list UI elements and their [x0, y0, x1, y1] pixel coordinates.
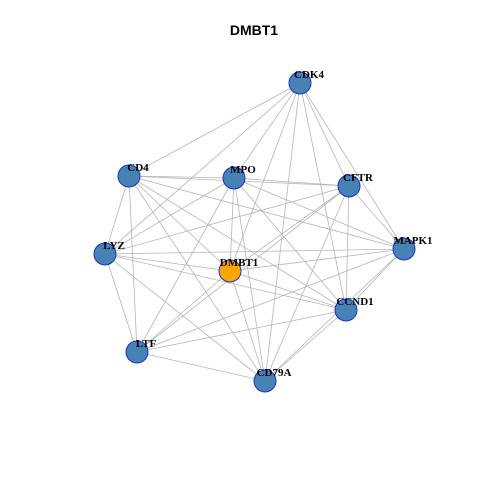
edge-dmbt1-cd79a	[229, 270, 266, 382]
edge-lyz-ccnd1	[104, 253, 347, 311]
node-circle-lyz	[93, 242, 117, 266]
node-circle-cdk4	[288, 71, 312, 95]
node-ccnd1: CCND1	[334, 296, 374, 322]
node-circle-mpo	[222, 166, 246, 190]
edge-cdk4-cd79a	[264, 82, 301, 382]
edge-cftr-ccnd1	[345, 185, 350, 311]
edge-ccnd1-cd79a	[264, 309, 347, 382]
edge-cd4-cd79a	[128, 175, 266, 382]
node-circle-cd79a	[253, 369, 277, 393]
edge-cdk4-mpo	[233, 82, 301, 179]
node-label-mapk1: MAPK1	[393, 235, 432, 247]
edge-cd4-dmbt1	[128, 175, 231, 272]
edge-mapk1-ltf	[136, 248, 405, 353]
edge-dmbt1-ltf	[136, 270, 231, 353]
edge-cdk4-dmbt1	[229, 82, 301, 272]
node-cd79a: CD79A	[253, 367, 292, 393]
edge-cd4-lyz	[104, 175, 130, 255]
node-label-dmbt1: DMBT1	[220, 257, 259, 269]
node-mapk1: MAPK1	[392, 235, 433, 261]
edge-dmbt1-ccnd1	[229, 270, 347, 311]
edge-mpo-cd79a	[233, 177, 266, 382]
diagram-title: DMBT1	[230, 22, 278, 38]
node-circle-cftr	[337, 174, 361, 198]
edge-lyz-ltf	[104, 253, 138, 353]
edge-ccnd1-ltf	[136, 309, 347, 353]
edge-ltf-cd79a	[136, 351, 266, 382]
node-mpo: MPO	[222, 164, 256, 190]
node-label-lyz: LYZ	[103, 240, 125, 252]
edge-lyz-mapk1	[104, 248, 405, 255]
node-circle-ccnd1	[334, 298, 358, 322]
edge-cftr-mapk1	[348, 185, 405, 250]
node-label-ccnd1: CCND1	[336, 296, 373, 308]
node-ltf: LTF	[125, 338, 157, 364]
edge-cftr-dmbt1	[229, 185, 350, 272]
node-label-cftr: CFTR	[343, 172, 374, 184]
node-label-mpo: MPO	[230, 164, 256, 176]
edge-mpo-cftr	[233, 177, 350, 187]
edge-cdk4-mapk1	[299, 82, 405, 250]
edge-lyz-dmbt1	[104, 253, 231, 272]
edge-cdk4-cftr	[299, 82, 350, 187]
node-circle-dmbt1	[218, 259, 242, 283]
edge-mpo-lyz	[104, 177, 235, 255]
edge-layer	[104, 82, 405, 382]
edge-mpo-mapk1	[233, 177, 405, 250]
edge-mapk1-cd79a	[264, 248, 405, 382]
node-circle-ltf	[125, 340, 149, 364]
edge-cdk4-lyz	[104, 82, 301, 255]
edge-cd4-ltf	[128, 175, 138, 353]
node-cftr: CFTR	[337, 172, 374, 198]
edge-mapk1-dmbt1	[229, 248, 405, 272]
edge-mpo-ccnd1	[233, 177, 347, 311]
node-cd4: CD4	[117, 162, 149, 188]
node-label-ltf: LTF	[136, 338, 157, 350]
edge-cd4-ccnd1	[128, 175, 347, 311]
node-label-cd79a: CD79A	[257, 367, 292, 379]
node-circle-mapk1	[392, 237, 416, 261]
edge-cd4-mpo	[128, 175, 235, 179]
node-label-cdk4: CDK4	[294, 69, 324, 81]
edge-cd4-mapk1	[128, 175, 405, 250]
edge-mapk1-ccnd1	[345, 248, 405, 311]
node-label-cd4: CD4	[127, 162, 149, 174]
edge-cdk4-cd4	[128, 82, 301, 177]
edge-lyz-cd79a	[104, 253, 266, 382]
edge-mpo-dmbt1	[229, 177, 235, 272]
edge-cftr-cd79a	[264, 185, 350, 382]
edge-cftr-lyz	[104, 185, 350, 255]
node-circle-cd4	[117, 164, 141, 188]
node-dmbt1: DMBT1	[218, 257, 259, 283]
edge-cdk4-ccnd1	[299, 82, 347, 311]
node-lyz: LYZ	[93, 240, 125, 266]
node-cdk4: CDK4	[288, 69, 324, 95]
